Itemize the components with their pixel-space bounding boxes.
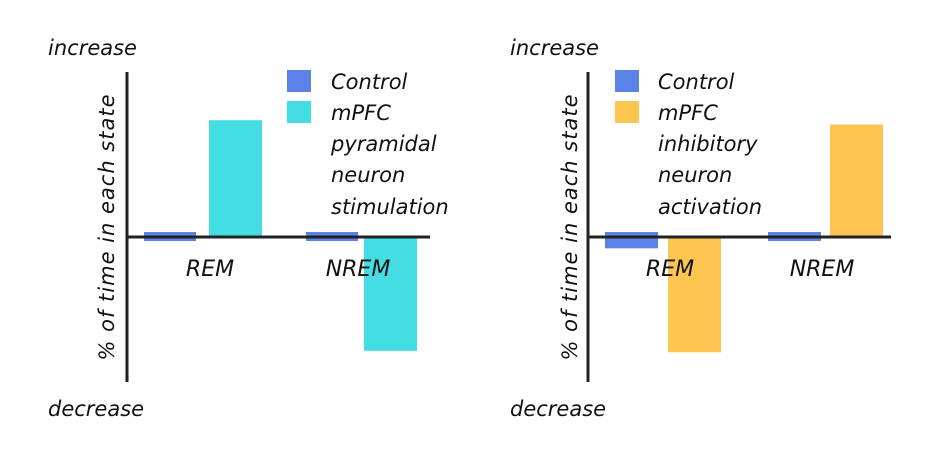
legend-label-treatment-line-2: inhibitory [658, 132, 758, 156]
axis-top-label: increase [48, 36, 137, 60]
category-label-rem: REM [186, 257, 234, 282]
legend-label-treatment-line-3: neuron [331, 163, 405, 187]
category-label-rem: REM [646, 257, 694, 282]
legend-label-treatment-line-4: activation [658, 195, 762, 219]
bar-nrem-treatment [364, 237, 417, 351]
legend-swatch-control [287, 70, 311, 92]
legend-label-treatment-line-2: pyramidal [330, 132, 437, 156]
bar-rem-control [605, 232, 658, 249]
y-axis-label: % of time in each state [558, 93, 582, 360]
legend-label-treatment-line-1: mPFC [658, 101, 718, 125]
legend-swatch-control [615, 70, 639, 92]
category-label-nrem: NREM [326, 257, 391, 282]
legend-label-treatment-line-3: neuron [658, 163, 732, 187]
legend-label-control: Control [331, 70, 408, 94]
axis-bottom-label: decrease [510, 397, 606, 421]
category-label-nrem: NREM [790, 257, 855, 282]
legend-label-control: Control [658, 70, 735, 94]
legend-swatch-treatment [287, 101, 311, 123]
axis-top-label: increase [510, 36, 599, 60]
axis-bottom-label: decrease [48, 397, 144, 421]
bar-nrem-treatment [830, 124, 883, 237]
legend-swatch-treatment [615, 101, 639, 123]
bar-rem-treatment [209, 120, 262, 237]
bar-rem-treatment [668, 237, 721, 353]
legend-label-treatment-line-4: stimulation [331, 195, 449, 219]
legend-label-treatment-line-1: mPFC [331, 101, 391, 125]
y-axis-label: % of time in each state [95, 93, 119, 360]
